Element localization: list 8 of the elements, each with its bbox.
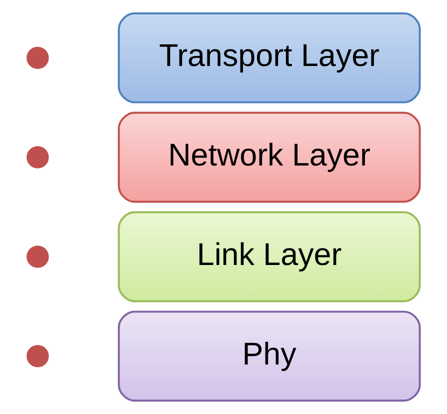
node-circle (26, 146, 49, 168)
node-box: Network Layer (118, 112, 421, 203)
node-circle (26, 46, 49, 69)
node-box: Phy (118, 310, 421, 402)
node-box: Transport Layer (118, 12, 421, 104)
node-circle (26, 246, 49, 268)
node-circle (26, 345, 49, 368)
node-box: Link Layer (118, 211, 421, 302)
